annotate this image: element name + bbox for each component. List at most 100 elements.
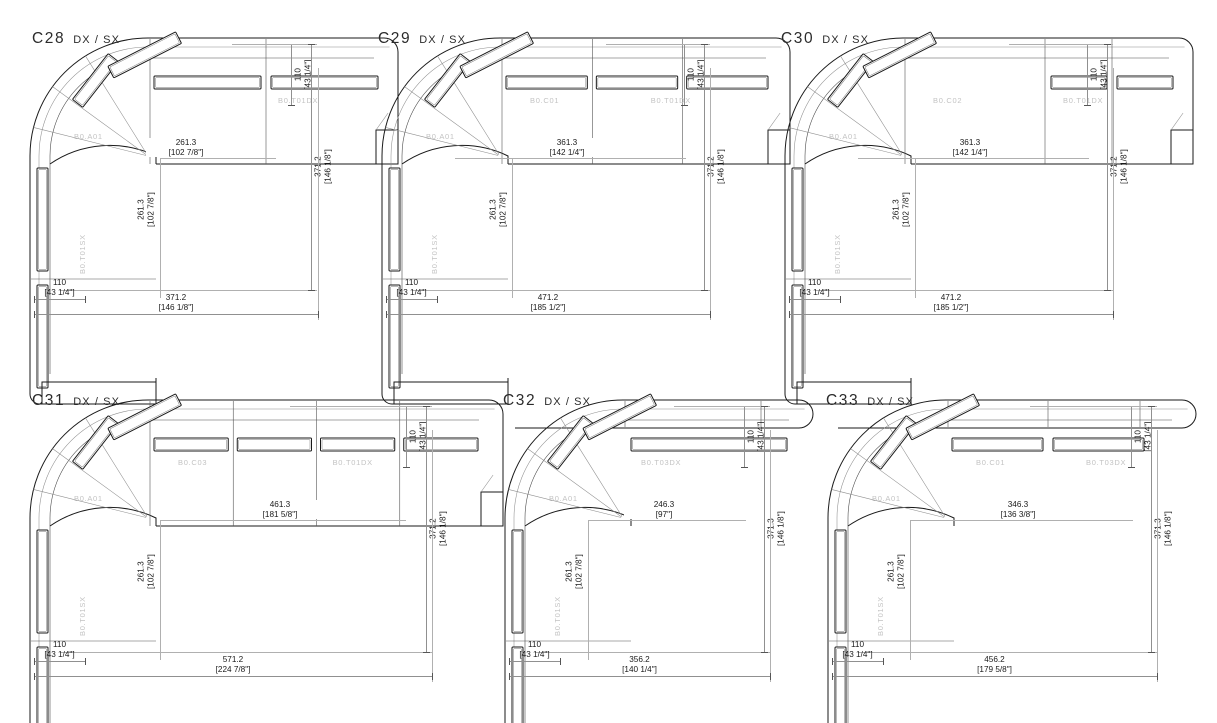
dim-bottom-left-depth-tick: [85, 296, 86, 303]
dim-top-right-depth-line: [291, 44, 292, 105]
module-label-top-right: B0.T01DX: [332, 458, 373, 467]
dim-overall-width-label: 471.2[185 1/2"]: [530, 293, 566, 312]
dim-bottom-left-depth-line: [34, 299, 85, 300]
extension-line: [60, 290, 317, 291]
dim-overall-width-line: [789, 314, 1113, 315]
dim-overall-height-tick: [423, 406, 430, 407]
dim-top-right-depth-line: [1131, 406, 1132, 467]
module-label-left-return: B0.T01SX: [876, 596, 885, 636]
configuration-code: C30: [781, 30, 815, 47]
configuration-code: C31: [32, 392, 66, 409]
module-label-top-middle: B0.C03: [178, 458, 208, 467]
dim-overall-height-tick: [423, 652, 430, 653]
dim-overall-height-tick: [308, 44, 315, 45]
extension-line: [1009, 44, 1113, 45]
extension-line: [915, 158, 916, 298]
dim-overall-height-tick: [701, 290, 708, 291]
configuration-handing: DX / SX: [867, 396, 915, 408]
dim-top-right-depth-line: [684, 44, 685, 105]
module-label-corner: B0.A01: [549, 494, 578, 503]
dim-bottom-left-depth-tick: [509, 658, 510, 665]
dim-top-right-depth-line: [744, 406, 745, 467]
extension-line: [535, 652, 770, 653]
extension-line: [455, 158, 686, 159]
dim-horizontal-inner-label: 261.3[102 7/8"]: [146, 138, 226, 158]
extension-line: [232, 44, 317, 45]
dim-horizontal-inner-label: 361.3[142 1/4"]: [527, 138, 607, 158]
dim-overall-height-tick: [1104, 290, 1111, 291]
sofa-plan-c33: [827, 393, 1197, 723]
dim-bottom-left-depth-tick: [840, 296, 841, 303]
dim-bottom-left-depth-label: 110[43 1/4"]: [44, 640, 75, 659]
dim-overall-width-line: [509, 676, 770, 677]
dim-bottom-left-depth-label: 110[43 1/4"]: [842, 640, 873, 659]
dim-bottom-left-depth-tick: [34, 658, 35, 665]
extension-line: [710, 68, 711, 320]
configuration-code: C28: [32, 30, 66, 47]
dim-top-right-depth-tick: [681, 105, 688, 106]
dim-bottom-left-depth-line: [789, 299, 840, 300]
module-label-top-middle: B0.C01: [976, 458, 1006, 467]
dim-overall-height-line: [311, 44, 312, 290]
extension-line: [160, 158, 276, 159]
module-label-top-right: B0.T01DX: [650, 96, 691, 105]
dim-overall-height-tick: [1104, 44, 1111, 45]
module-label-top-right: B0.T01DX: [1063, 96, 1104, 105]
dim-overall-width-line: [386, 314, 710, 315]
dim-overall-height-line: [1107, 44, 1108, 290]
sofa-plan-c28: [29, 31, 399, 405]
dim-top-right-depth-line: [406, 406, 407, 467]
dim-overall-height-line: [1151, 406, 1152, 652]
dim-overall-height-line: [426, 406, 427, 652]
module-label-corner: B0.A01: [872, 494, 901, 503]
dim-overall-height-tick: [308, 290, 315, 291]
dim-overall-width-tick: [832, 673, 833, 680]
dim-top-right-depth-line: [1087, 44, 1088, 105]
dim-horizontal-inner-label: 361.3[142 1/4"]: [930, 138, 1010, 158]
dim-bottom-left-depth-tick: [85, 658, 86, 665]
extension-line: [674, 406, 770, 407]
dim-overall-height-tick: [1148, 652, 1155, 653]
extension-line: [606, 44, 710, 45]
module-label-corner: B0.A01: [74, 494, 103, 503]
dim-horizontal-inner-label: 346.3[136 3/8"]: [978, 500, 1058, 520]
dim-overall-height-tick: [1148, 406, 1155, 407]
extension-line: [412, 290, 710, 291]
module-label-corner: B0.A01: [426, 132, 455, 141]
extension-line: [1113, 68, 1114, 320]
dim-vertical-inner-label: 261.3[102 7/8"]: [886, 554, 905, 589]
dim-overall-height-line: [704, 44, 705, 290]
module-label-corner: B0.A01: [74, 132, 103, 141]
extension-line: [1030, 406, 1157, 407]
extension-line: [318, 68, 319, 320]
dim-top-right-depth-tick: [741, 467, 748, 468]
extension-line: [588, 520, 746, 521]
dim-bottom-left-depth-label: 110[43 1/4"]: [799, 278, 830, 297]
dim-overall-width-tick: [789, 311, 790, 318]
dim-bottom-left-depth-tick: [386, 296, 387, 303]
dim-top-right-depth-tick: [403, 467, 410, 468]
dim-bottom-left-depth-line: [386, 299, 437, 300]
dim-overall-width-line: [34, 314, 318, 315]
extension-line: [858, 652, 1157, 653]
dim-overall-width-tick: [770, 673, 771, 680]
extension-line: [910, 520, 1133, 521]
module-label-top-middle: B0.C01: [530, 96, 560, 105]
dim-bottom-left-depth-label: 110[43 1/4"]: [44, 278, 75, 297]
configuration-handing: DX / SX: [73, 396, 121, 408]
dim-bottom-left-depth-label: 110[43 1/4"]: [519, 640, 550, 659]
dim-overall-width-line: [34, 676, 432, 677]
dim-overall-width-tick: [432, 673, 433, 680]
sofa-plan-c32: [504, 393, 814, 723]
extension-line: [1157, 430, 1158, 682]
dim-overall-width-label: 571.2[224 7/8"]: [215, 655, 251, 674]
